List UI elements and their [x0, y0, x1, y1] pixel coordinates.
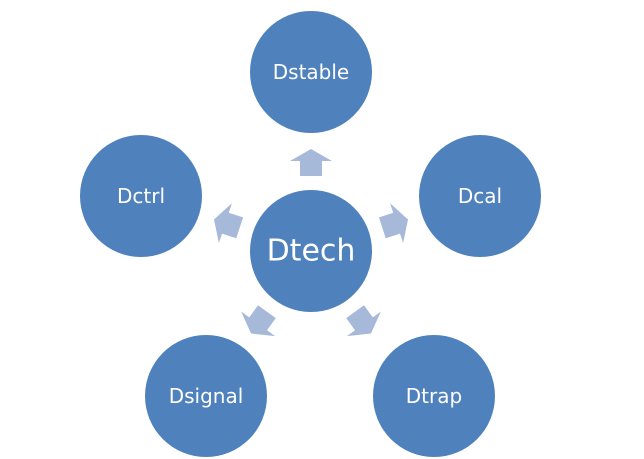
node-dsignal: Dsignal [145, 335, 267, 457]
node-circle [145, 335, 267, 457]
node-dcal: Dcal [419, 135, 541, 257]
node-dstable: Dstable [250, 11, 372, 133]
node-label: Dstable [273, 60, 349, 84]
node-circle [250, 11, 372, 133]
node-circle [373, 335, 495, 457]
arrow-to-dstable [290, 149, 332, 176]
center-node-dtech: Dtech [250, 190, 372, 312]
node-circle [80, 135, 202, 257]
node-label: Dtrap [406, 384, 462, 408]
node-label: Dcal [458, 184, 502, 208]
node-dctrl: Dctrl [80, 135, 202, 257]
arrow-to-dtrap [346, 305, 381, 337]
node-dtrap: Dtrap [373, 335, 495, 457]
node-label: Dtech [267, 234, 356, 269]
arrow-to-dcal [378, 203, 409, 244]
arrows-group [213, 149, 409, 337]
node-circle [250, 190, 372, 312]
node-circle [419, 135, 541, 257]
node-label: Dctrl [117, 184, 165, 208]
node-label: Dsignal [169, 384, 244, 408]
arrow-to-dsignal [241, 305, 276, 337]
arrow-to-dctrl [213, 203, 244, 244]
